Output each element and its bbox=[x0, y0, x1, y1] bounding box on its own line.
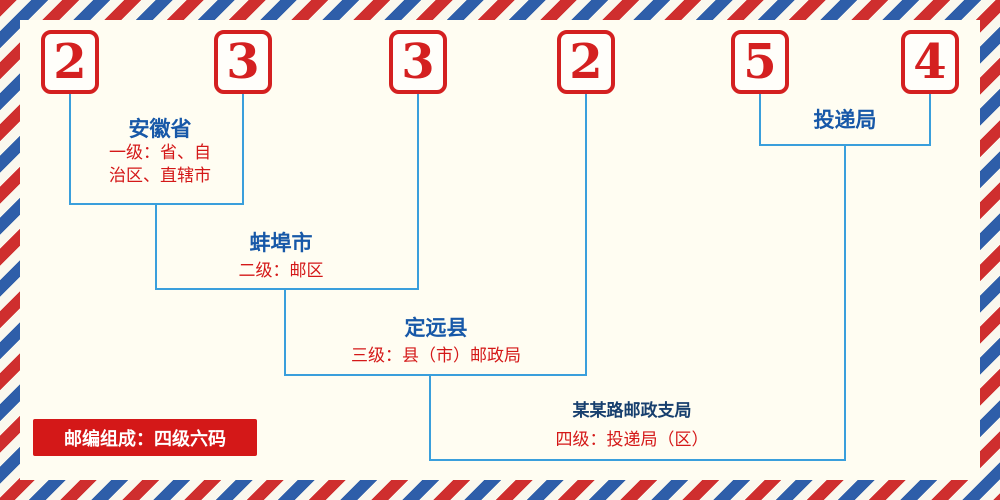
level3-desc-label: 三级：县（市）邮政局 bbox=[351, 346, 521, 366]
digit-box-1: 2 bbox=[41, 30, 99, 94]
connector-level3-drop bbox=[429, 374, 431, 461]
level2-name-label: 蚌埠市 bbox=[249, 231, 313, 255]
connector-digit6-down bbox=[929, 94, 931, 144]
connector-level4-riser bbox=[844, 144, 846, 461]
connector-digit2-down bbox=[242, 94, 244, 205]
digit-box-4: 2 bbox=[557, 30, 615, 94]
digit-box-5: 5 bbox=[731, 30, 789, 94]
level1-desc-label: 一级：省、自 治区、直辖市 bbox=[109, 143, 211, 186]
level4-branch-label: 某某路邮政支局 bbox=[572, 401, 692, 421]
envelope-inner-panel bbox=[20, 20, 980, 480]
connector-digit1-down bbox=[69, 94, 71, 205]
composition-badge-label: 邮编组成：四级六码 bbox=[64, 428, 226, 450]
connector-level3-bracket bbox=[284, 374, 587, 376]
digit-6: 4 bbox=[913, 34, 947, 90]
connector-digit5-down bbox=[759, 94, 761, 144]
digit-3: 3 bbox=[401, 34, 435, 90]
digit-4: 2 bbox=[569, 34, 603, 90]
digit-2: 3 bbox=[226, 34, 260, 90]
level4-name-label: 投递局 bbox=[813, 108, 877, 132]
connector-level2-drop bbox=[284, 288, 286, 376]
digit-box-2: 3 bbox=[214, 30, 272, 94]
digit-1: 2 bbox=[53, 34, 87, 90]
level2-desc-label: 二级：邮区 bbox=[238, 261, 324, 281]
level3-name-label: 定远县 bbox=[404, 316, 468, 340]
digit-5: 5 bbox=[743, 34, 777, 90]
connector-digit4-down bbox=[585, 94, 587, 376]
digit-box-3: 3 bbox=[389, 30, 447, 94]
composition-badge: 邮编组成：四级六码 bbox=[33, 419, 257, 456]
connector-digit3-down bbox=[417, 94, 419, 290]
connector-level4-bracket bbox=[429, 459, 846, 461]
connector-level2-bracket bbox=[155, 288, 419, 290]
connector-level1-drop bbox=[155, 203, 157, 290]
digit-box-6: 4 bbox=[901, 30, 959, 94]
connector-digit56-bracket bbox=[759, 144, 931, 146]
level1-name-label: 安徽省 bbox=[128, 117, 192, 141]
level4-desc-label: 四级：投递局（区） bbox=[555, 430, 709, 450]
